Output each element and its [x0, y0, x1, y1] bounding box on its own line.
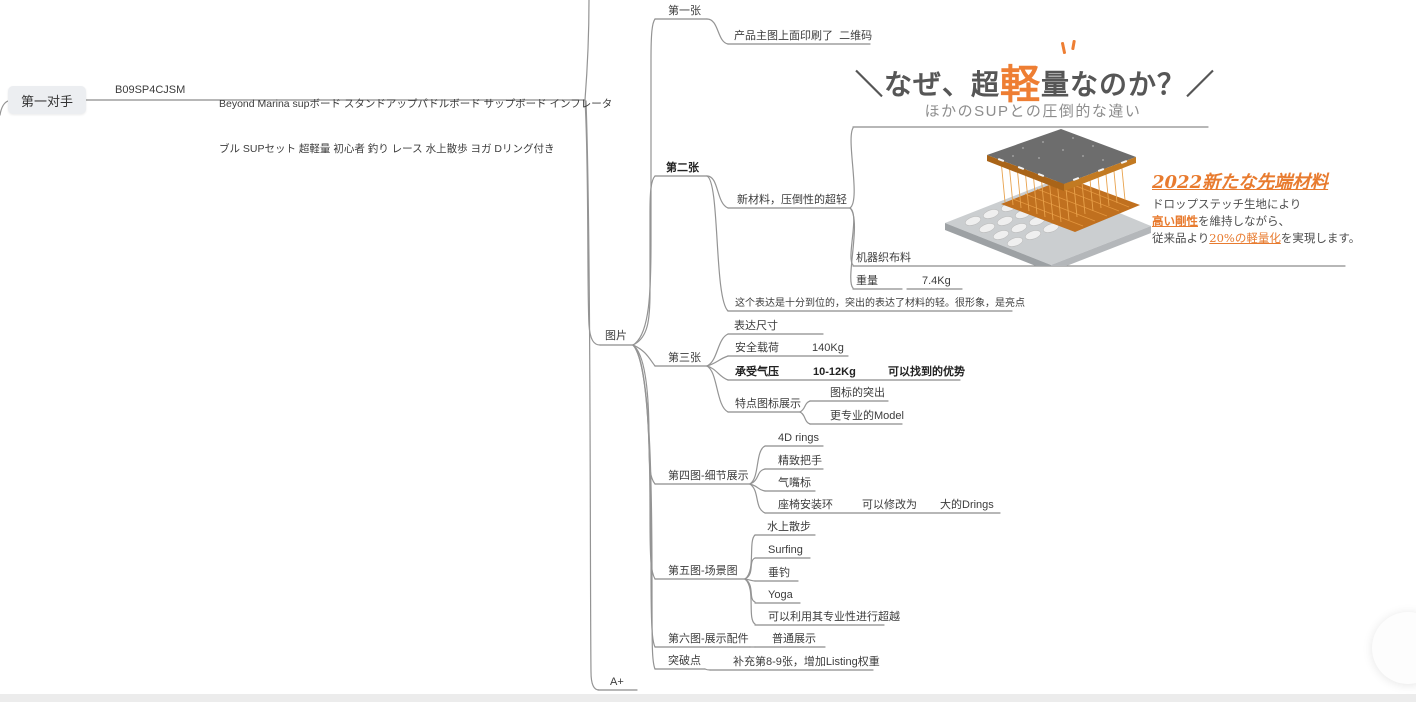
topic-img3-pressure-value[interactable]: 10-12Kg — [813, 366, 856, 378]
topic-img3-pressure[interactable]: 承受气压 — [735, 366, 779, 378]
ad-material-line3: 従来品より20%の軽量化を実現します。 — [1152, 230, 1360, 246]
topic-img3-load[interactable]: 安全载荷 — [735, 342, 779, 354]
product-title-topic[interactable]: Beyond Marina supボード スタンドアップパドルボード サップボー… — [219, 67, 612, 187]
topic-img2-fabric[interactable]: 机器织布料 — [856, 252, 911, 264]
topic-breakthrough[interactable]: 突破点 — [668, 655, 701, 667]
branch-curves — [0, 0, 856, 691]
topic-img4-ring[interactable]: 4D rings — [778, 432, 819, 444]
ad-headline-image[interactable]: ＼なぜ、超軽量なのか？／ — [855, 52, 1214, 110]
topic-img5-yoga[interactable]: Yoga — [768, 589, 793, 601]
cutaway-top-layer — [987, 129, 1136, 191]
topic-img2[interactable]: 第二张 — [666, 162, 699, 174]
topic-img1-qr[interactable]: 产品主图上面印刷了 二维码 — [734, 30, 873, 42]
ad-material-line3-post: を実現します。 — [1280, 231, 1361, 245]
product-title-line2: ブル SUPセット 超軽量 初心者 釣り レース 水上散歩 ヨガ Dリング付き — [219, 143, 555, 155]
topic-img4-seat[interactable]: 座椅安装环 — [778, 499, 833, 511]
ad-material-line3-accent: 20%の軽量化 — [1209, 231, 1281, 245]
ad-material-line2-accent: 高い剛性 — [1152, 214, 1198, 228]
topic-img3-size[interactable]: 表达尺寸 — [734, 320, 778, 332]
topic-breakthrough-note[interactable]: 补充第8-9张，增加Listing权重 — [733, 656, 880, 668]
topic-img5[interactable]: 第五图-场景图 — [668, 565, 738, 577]
topic-img3-icon-pop[interactable]: 图标的突出 — [830, 387, 885, 399]
ad-material-line3-pre: 従来品より — [1152, 231, 1210, 245]
ad-subtitle: ほかのSUPとの圧倒的な違い — [924, 103, 1142, 120]
ad-material-line2-rest: を維持しながら、 — [1198, 214, 1290, 228]
topic-img5-fish[interactable]: 垂钓 — [768, 567, 790, 579]
ad-material-title: 2022新たな先端材料 — [1152, 172, 1329, 193]
topic-img3-pro-model[interactable]: 更专业的Model — [830, 410, 904, 422]
topic-img3[interactable]: 第三张 — [668, 352, 701, 364]
topic-img4-handle[interactable]: 精致把手 — [778, 455, 822, 467]
topic-img6[interactable]: 第六图-展示配件 — [668, 633, 749, 645]
topic-img4[interactable]: 第四图-细节展示 — [668, 470, 749, 482]
topic-img5-surpass[interactable]: 可以利用其专业性进行超越 — [768, 611, 900, 623]
ad-headline-slash-right: ／ — [1186, 69, 1216, 100]
topic-img3-icons[interactable]: 特点图标展示 — [735, 398, 801, 410]
topic-img2-comment[interactable]: 这个表达是十分到位的，突出的表达了材料的轻。很形象，是亮点 — [735, 298, 1025, 309]
topic-img1[interactable]: 第一张 — [668, 5, 701, 17]
horizontal-scrollbar[interactable] — [0, 694, 1416, 702]
topic-img5-walk[interactable]: 水上散步 — [767, 521, 811, 533]
topic-img3-load-value[interactable]: 140Kg — [812, 342, 844, 354]
product-title-line1: Beyond Marina supボード スタンドアップパドルボード サップボー… — [219, 98, 613, 110]
ad-headline-post: 量なのか？ — [1041, 69, 1187, 100]
topic-img6-normal[interactable]: 普通展示 — [772, 633, 816, 645]
cutaway-middle-layer — [1001, 178, 1140, 232]
topic-img4-modify[interactable]: 可以修改为 — [862, 499, 917, 511]
ad-headline-accent-char: 軽 — [1000, 63, 1042, 107]
topic-images[interactable]: 图片 — [605, 330, 627, 342]
ad-headline-pre: なぜ、超 — [884, 69, 1001, 100]
topic-img2-weight-value[interactable]: 7.4Kg — [922, 275, 951, 287]
topic-img4-valve[interactable]: 气嘴标 — [778, 477, 811, 489]
topic-img4-dring[interactable]: 大的Drings — [940, 499, 994, 511]
ad-headline-slash-left: ＼ — [855, 69, 885, 100]
topic-aplus[interactable]: A+ — [610, 676, 624, 688]
ad-material-line1: ドロップステッチ生地により — [1152, 197, 1302, 211]
topic-img3-advantage[interactable]: 可以找到的优势 — [888, 366, 965, 378]
asin-topic[interactable]: B09SP4CJSM — [115, 84, 186, 96]
topic-img5-surf[interactable]: Surfing — [768, 544, 803, 556]
topic-underlines — [85, 18, 1346, 691]
material-cutaway-image[interactable] — [943, 128, 1155, 266]
root-topic[interactable]: 第一对手 — [8, 86, 86, 114]
topic-img2-weight[interactable]: 重量 — [856, 275, 878, 287]
ad-material-line2: 高い剛性を維持しながら、 — [1152, 213, 1290, 229]
topic-img2-material[interactable]: 新材料，压倒性的超轻 — [737, 194, 847, 206]
